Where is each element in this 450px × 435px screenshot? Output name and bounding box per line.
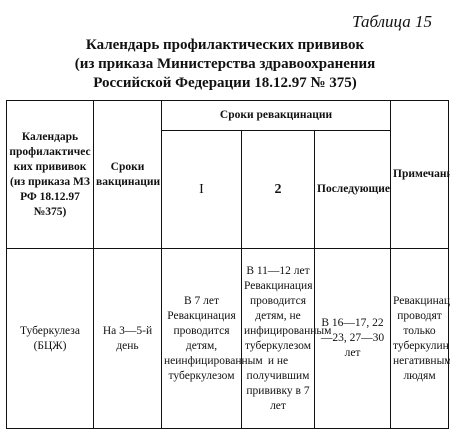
- cell-rev-1: В 7 лет Ревакцинация проводится детям, н…: [161, 248, 263, 429]
- header-rev-2: 2: [241, 130, 315, 249]
- table-row: Туберкулеза (БЦЖ) На 3—5-й день В 7 лет …: [6, 248, 450, 429]
- title-line-2: (из приказа Министерства здравоохранения: [74, 56, 376, 72]
- header-row-2: I 2 Последующие: [7, 130, 449, 249]
- cell-notes: Ревакцинации проводят только туберкулин …: [390, 248, 450, 429]
- vaccination-calendar-table: Календарь профилактических прививок (из …: [6, 100, 450, 429]
- title-line-3: Российской Федерации 18.12.97 № 375): [93, 75, 357, 91]
- header-revaccination-terms: Сроки ревакцинации: [160, 100, 392, 131]
- table-caption: Таблица 15: [352, 12, 432, 31]
- header-notes: Примечания: [390, 100, 450, 249]
- document-title: Календарь профилактических прививок (из …: [0, 36, 450, 93]
- cell-rev-2: В 11—12 лет Ревакцинация проводится детя…: [241, 248, 331, 429]
- header-row-1: Календарь профилактических прививок (из …: [6, 100, 450, 249]
- cell-vaccination: На 3—5-й день: [93, 248, 162, 429]
- header-rev-subsequent: Последующие: [313, 130, 392, 249]
- cell-subsequent: В 16—17, 22—23, 27—30 лет: [313, 248, 392, 429]
- header-vaccination-terms: Сроки вакцинации: [93, 100, 162, 249]
- cell-infection: Туберкулеза (БЦЖ): [6, 248, 94, 429]
- header-calendar: Календарь профилактических прививок (из …: [6, 100, 94, 249]
- title-line-1: Календарь профилактических прививок: [85, 37, 365, 53]
- header-rev-1: I: [161, 130, 242, 249]
